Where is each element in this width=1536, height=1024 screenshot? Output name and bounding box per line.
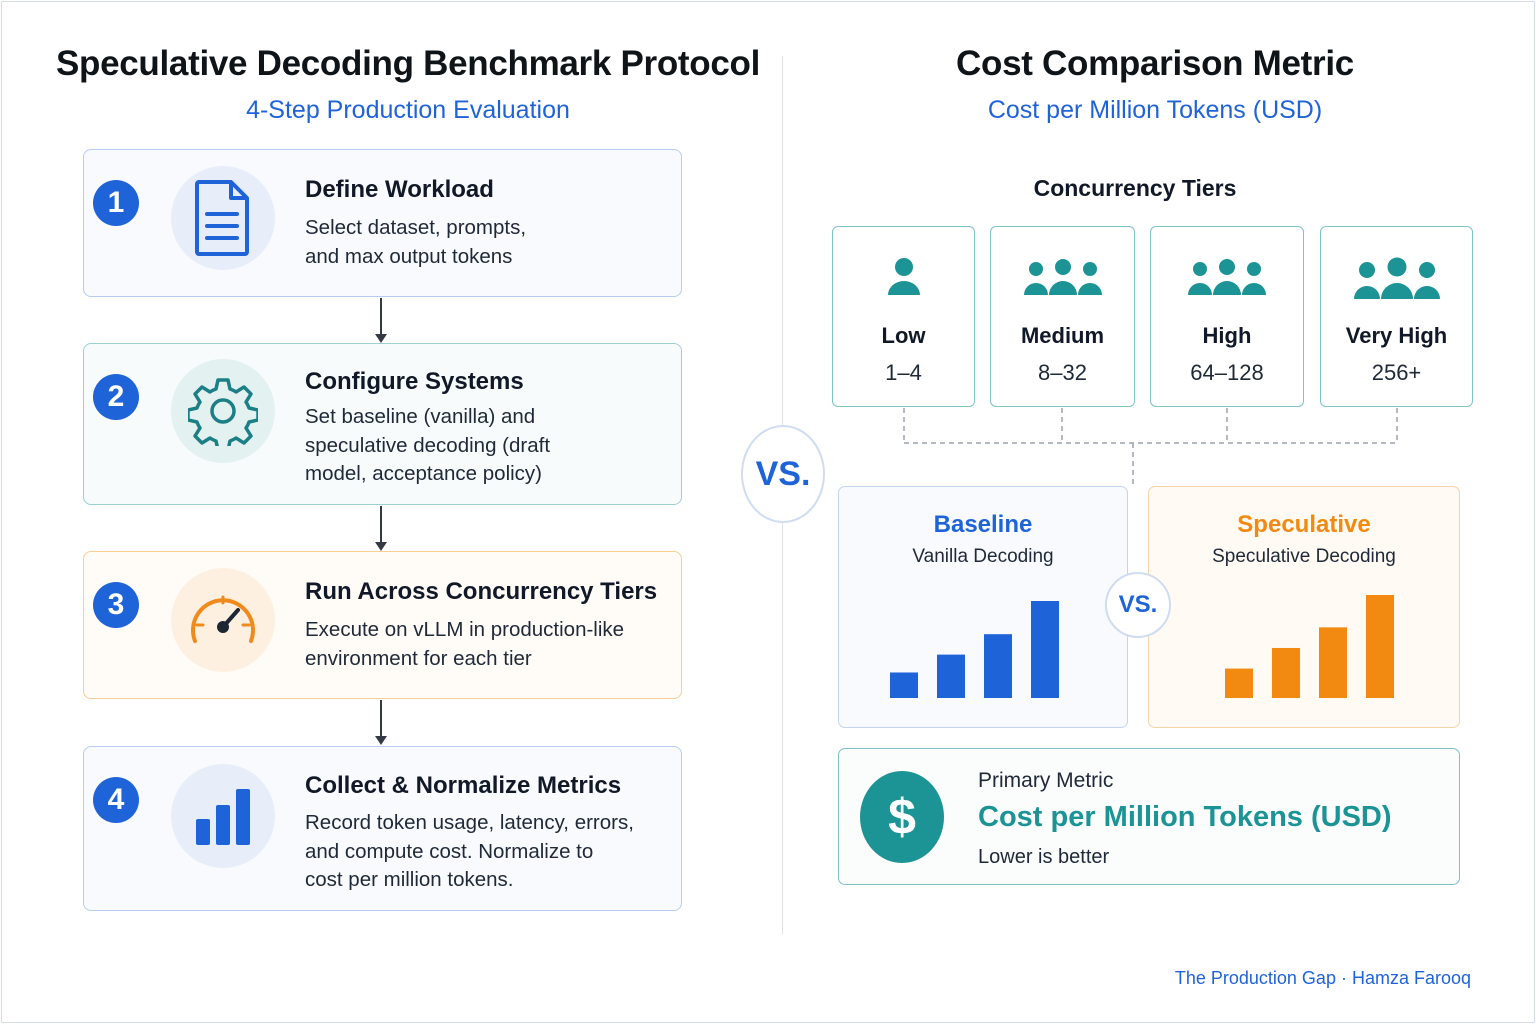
gear-icon	[171, 359, 275, 463]
step-title: Run Across Concurrency Tiers	[305, 578, 658, 605]
tier-name: Low	[881, 323, 926, 348]
step-description-line: environment for each tier	[305, 646, 532, 670]
step-description-line: Set baseline (vanilla) and	[305, 405, 536, 428]
flow-arrow	[375, 298, 387, 343]
step-description-line: Select dataset, prompts,	[305, 216, 527, 239]
cost-subtitle: Cost per Million Tokens (USD)	[987, 96, 1323, 124]
step-description: Select dataset, prompts, and max output …	[305, 214, 665, 271]
step-title: Define Workload	[305, 176, 494, 203]
vs-badge: VS.	[741, 425, 825, 523]
primary-metric-value: Cost per Million Tokens (USD)	[978, 801, 1392, 833]
flow-arrow	[375, 506, 387, 551]
tier-name: Medium	[1020, 323, 1105, 348]
step-number-badge: 4	[93, 777, 139, 823]
step-title: Configure Systems	[305, 368, 524, 395]
step-description: Execute on vLLM in production-like envir…	[305, 616, 675, 673]
chart-bar	[1225, 668, 1253, 698]
tier-name: High	[1202, 323, 1252, 348]
tier-card-high: High 64–128	[1150, 226, 1304, 407]
chart-bar	[1366, 595, 1394, 698]
step-description: Record token usage, latency, errors, and…	[305, 809, 675, 895]
tier-card-low: Low 1–4	[832, 226, 975, 407]
step-card-collect-metrics: 4 Collect & Normalize Metrics Record tok…	[83, 746, 682, 911]
baseline-title: Baseline	[933, 511, 1033, 538]
tier-range: 256+	[1371, 360, 1422, 385]
flow-arrow	[375, 700, 387, 745]
tier-card-medium: Medium 8–32	[990, 226, 1135, 407]
protocol-subtitle: 4-Step Production Evaluation	[246, 96, 570, 124]
speculative-subtitle: Speculative Decoding	[1212, 546, 1396, 567]
step-card-configure-systems: 2 Configure Systems Set baseline (vanill…	[83, 343, 682, 505]
step-description-line: cost per million tokens.	[305, 868, 514, 891]
tier-range: 1–4	[885, 360, 922, 385]
dollar-icon: $	[860, 771, 944, 863]
baseline-subtitle: Vanilla Decoding	[912, 546, 1054, 567]
tiers-heading: Concurrency Tiers	[1033, 175, 1237, 201]
cost-title: Cost Comparison Metric	[956, 44, 1354, 83]
step-description-line: Execute on vLLM in production-like	[305, 618, 625, 641]
step-title: Collect & Normalize Metrics	[305, 772, 622, 799]
step-number-badge: 2	[93, 374, 139, 420]
step-description-line: speculative decoding (draft	[305, 433, 551, 457]
step-description: Set baseline (vanilla) and speculative d…	[305, 403, 665, 489]
primary-metric-note: Lower is better	[978, 846, 1110, 868]
people-group-icon	[991, 255, 1134, 299]
primary-metric-card: $ Primary Metric Cost per Million Tokens…	[838, 748, 1460, 885]
step-description-line: Record token usage, latency, errors,	[305, 811, 634, 834]
footer-credit: The Production Gap · Hamza Farooq	[1174, 968, 1471, 988]
document-icon	[171, 166, 275, 270]
chart-bar	[1031, 601, 1059, 698]
tier-card-very-high: Very High 256+	[1320, 226, 1473, 407]
step-card-define-workload: 1 Define Workload Select dataset, prompt…	[83, 149, 682, 297]
person-icon	[833, 255, 974, 299]
chart-bar	[937, 654, 965, 698]
chart-bar	[1272, 647, 1300, 698]
chart-bar	[984, 634, 1012, 698]
tier-range: 8–32	[1038, 360, 1087, 385]
step-number-badge: 3	[93, 582, 139, 628]
baseline-bar-chart	[890, 601, 1059, 698]
speculative-card: Speculative Speculative Decoding	[1148, 486, 1460, 728]
speculative-bar-chart	[1225, 595, 1394, 698]
chart-bar	[1319, 627, 1347, 698]
step-number-badge: 1	[93, 180, 139, 226]
step-card-run-tiers: 3 Run Across Concurrency Tiers Execute o…	[83, 551, 682, 699]
bar-chart-icon	[171, 764, 275, 868]
speculative-title: Speculative	[1237, 511, 1371, 538]
tier-name: Very High	[1345, 323, 1448, 348]
step-description-line: and compute cost. Normalize to	[305, 839, 594, 863]
baseline-card: Baseline Vanilla Decoding	[838, 486, 1128, 728]
primary-metric-label: Primary Metric	[978, 769, 1114, 792]
protocol-title: Speculative Decoding Benchmark Protocol	[55, 44, 761, 83]
step-description-line: model, acceptance policy)	[305, 462, 543, 485]
people-group-icon	[1321, 255, 1472, 303]
step-description-line: and max output tokens	[305, 244, 513, 268]
gauge-icon	[171, 568, 275, 672]
people-group-icon	[1151, 255, 1303, 299]
chart-bar	[890, 672, 918, 698]
tier-range: 64–128	[1190, 360, 1264, 385]
vs-badge-small: VS.	[1105, 572, 1171, 638]
